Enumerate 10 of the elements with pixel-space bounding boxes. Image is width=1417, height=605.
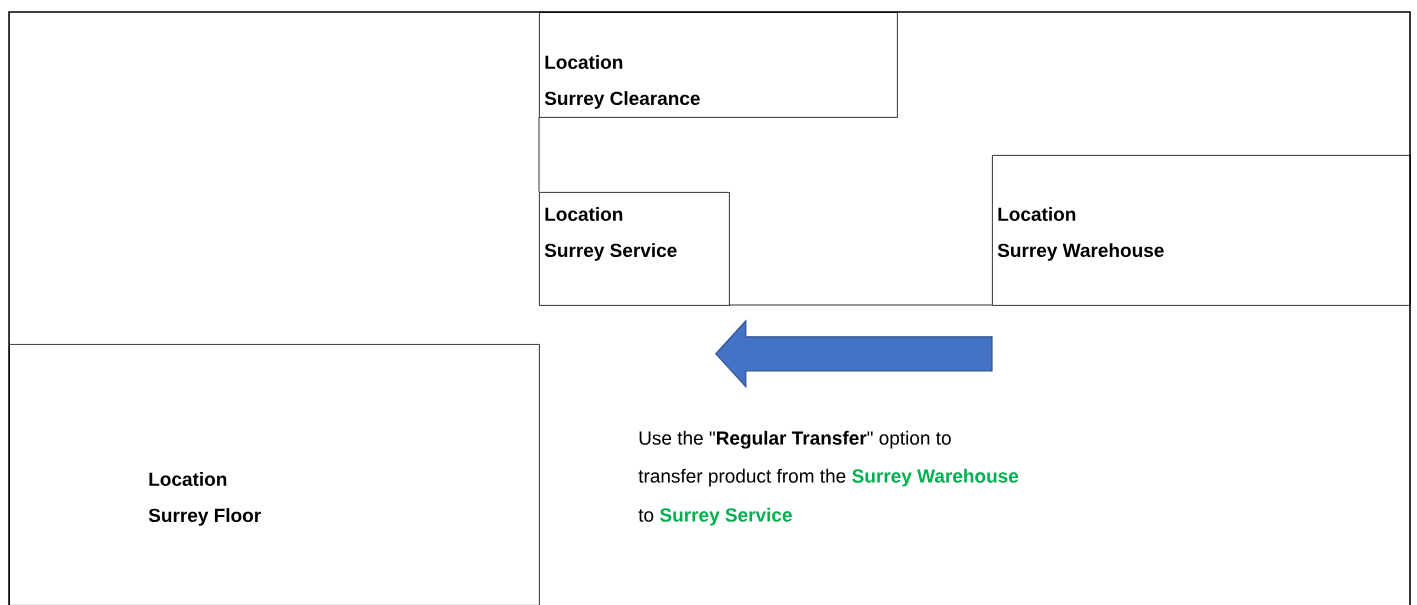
location-box: Location Surrey Clearance	[539, 12, 898, 118]
instruction-text: transfer product from the	[638, 468, 846, 487]
location-box: Location Surrey Service	[539, 192, 730, 306]
highlighted-text: Surrey Warehouse	[852, 468, 1019, 487]
highlighted-text: Surrey Service	[660, 507, 792, 526]
block-arrow	[715, 319, 993, 389]
instruction-text: Use the "Regular Transfer" option to	[639, 430, 951, 449]
location-box: Location Surrey Warehouse	[992, 155, 1411, 306]
instruction-text: to	[638, 509, 654, 522]
location-box: Location Surrey Floor	[9, 344, 540, 605]
